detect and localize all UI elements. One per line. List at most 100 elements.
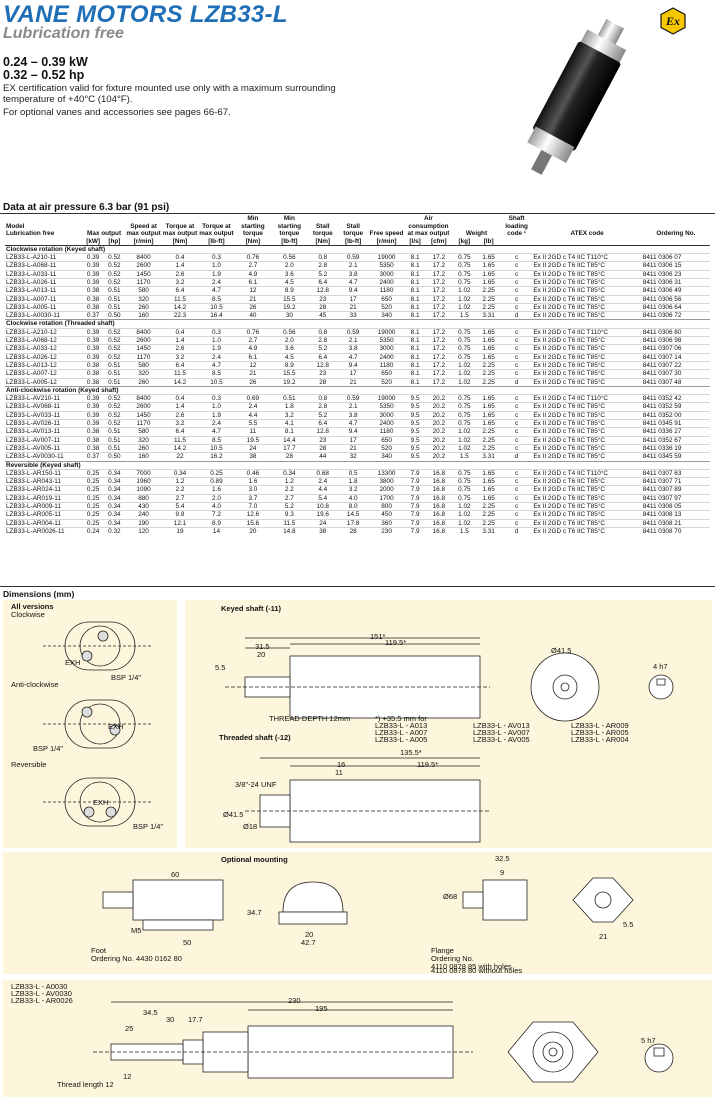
table-cell: 15.5	[271, 294, 308, 304]
table-cell: 2.25	[476, 294, 501, 304]
thread-depth-label: THREAD DEPTH 12mm	[269, 714, 351, 723]
table-cell: 0.8	[307, 394, 338, 403]
group-row: Clockwise rotation (Keyed shaft)	[5, 244, 710, 254]
table-cell: 10.8	[307, 501, 338, 511]
table-cell: 2.4	[198, 352, 235, 362]
table-cell: 2000	[368, 485, 405, 495]
group-title: Clockwise rotation (Threaded shaft)	[5, 319, 710, 329]
table-cell: 5.4	[161, 501, 199, 511]
col-min-start-lbft: Min starting torque	[277, 215, 302, 237]
table-cell: 17.2	[425, 336, 453, 345]
dimensions-title: Dimensions (mm)	[3, 589, 75, 599]
table-cell: 1.0	[198, 336, 235, 345]
table-cell: 0.39	[82, 269, 104, 279]
table-cell: 10.5	[198, 377, 235, 387]
table-cell: 0.75	[452, 344, 477, 354]
table-cell: 2400	[368, 419, 405, 428]
footnote-model: LZB33-L - AR009	[571, 721, 629, 730]
units-row: [kW][hp][r/min][Nm][lb-ft][Nm][lb-ft][Nm…	[5, 237, 710, 246]
table-cell: 0.75	[452, 253, 477, 262]
table-cell: LZB33-L-A033-11	[5, 269, 83, 279]
table-cell: 12.8	[307, 360, 338, 370]
table-cell: 4.7	[337, 419, 369, 428]
table-cell: 45	[307, 311, 338, 320]
table-cell: 1.65	[476, 394, 501, 403]
col-atex: ATEX code	[570, 230, 604, 237]
table-cell: 1180	[368, 286, 405, 296]
table-cell: 2.4	[198, 277, 235, 287]
table-cell: 8411 0306 31	[641, 277, 710, 287]
table-cell: 0.25	[82, 468, 104, 478]
table-cell: 17.8	[337, 518, 369, 528]
table-cell: 1.9	[198, 269, 235, 279]
table-cell: 20.2	[425, 402, 453, 412]
table-cell: 8411 0336 27	[641, 427, 710, 437]
table-section-title: Data at air pressure 6.3 bar (91 psi)	[3, 202, 170, 213]
table-cell: 16.8	[425, 501, 453, 511]
col-torque-nm: Torque at max output	[162, 222, 198, 238]
table-cell: 3.6	[271, 344, 308, 354]
table-cell: 0.37	[82, 452, 104, 462]
group-title: Anti-clockwise rotation (Keyed shaft)	[5, 385, 710, 395]
col-stall-lbft: Stall torque	[343, 222, 364, 238]
table-cell: 0.4	[161, 253, 199, 262]
table-cell: 11.5	[271, 518, 308, 528]
table-cell: 2.7	[161, 493, 199, 503]
table-cell: 8.9	[198, 518, 235, 528]
ex-certification-icon: Ex	[660, 7, 686, 35]
table-cell: 2.1	[337, 336, 369, 345]
table-cell: 0.4	[161, 327, 199, 337]
table-cell: 7.9	[404, 501, 426, 511]
table-cell: LZB33-L-A068-11	[5, 261, 83, 271]
table-cell: LZB33-L-AV005-11	[5, 443, 83, 453]
table-cell: 2.4	[198, 419, 235, 428]
table-cell: 7.9	[404, 468, 426, 478]
table-cell: 0.8	[307, 253, 338, 262]
table-cell: 0.39	[82, 344, 104, 354]
table-cell: 16.8	[425, 518, 453, 528]
table-cell: 8400	[125, 327, 162, 337]
table-cell: 0.52	[103, 327, 126, 337]
table-cell: 23	[307, 294, 338, 304]
table-cell: LZB33-L-A0030-11	[5, 311, 83, 320]
table-cell: 580	[125, 286, 162, 296]
bsp-label-cw: BSP 1/4"	[111, 673, 142, 682]
footnote-model: LZB33-L - AR005	[571, 728, 629, 737]
table-cell: 7.9	[404, 526, 426, 536]
table-cell: 5.4	[307, 493, 338, 503]
table-cell: 24	[307, 518, 338, 528]
table-cell: 1170	[125, 277, 162, 287]
table-cell: 2.6	[161, 344, 199, 354]
table-cell: 650	[368, 369, 405, 379]
table-cell: 0.51	[103, 294, 126, 304]
footnote-model: LZB33-L - A007	[375, 728, 428, 737]
dim-41-5-keyed: Ø41.5	[551, 646, 572, 655]
table-cell: LZB33-L-AR005-11	[5, 510, 83, 520]
table-cell: 23	[307, 435, 338, 445]
table-cell: Ex II 2GD c T4 IIC T110°C	[532, 468, 642, 478]
table-cell: 1.02	[452, 369, 477, 379]
table-cell: c	[500, 443, 533, 453]
table-cell: 0.3	[198, 253, 235, 262]
table-cell: 0.39	[82, 352, 104, 362]
table-cell: 17.2	[425, 253, 453, 262]
table-cell: 260	[125, 443, 162, 453]
table-cell: 1.4	[161, 402, 199, 412]
table-cell: 20.2	[425, 419, 453, 428]
table-cell: 8400	[125, 394, 162, 403]
table-cell: 3000	[368, 344, 405, 354]
table-cell: 340	[368, 452, 405, 462]
table-cell: 1.02	[452, 510, 477, 520]
table-cell: 9.4	[337, 286, 369, 296]
table-cell: 3.2	[161, 352, 199, 362]
table-cell: c	[500, 510, 533, 520]
panel-shafts: Keyed shaft (-11) Threaded shaft (-12) 1…	[185, 600, 712, 848]
table-cell: 4.7	[337, 277, 369, 287]
table-cell: c	[500, 360, 533, 370]
table-cell: 2600	[125, 261, 162, 271]
unit-cell: [l/s]	[404, 237, 426, 246]
table-cell: 16.8	[425, 485, 453, 495]
table-cell: 5.2	[307, 344, 338, 354]
table-cell: 4.0	[198, 501, 235, 511]
